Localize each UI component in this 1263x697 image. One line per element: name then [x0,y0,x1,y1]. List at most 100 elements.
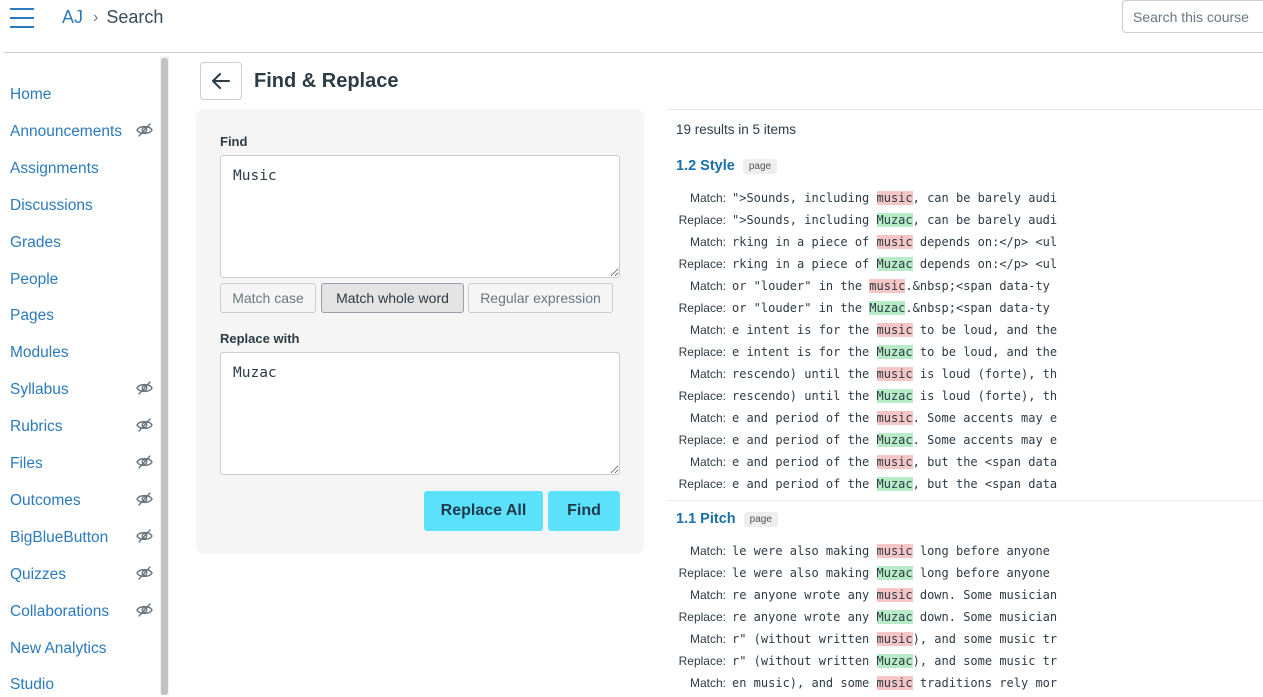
snippet-before: re anyone wrote any [732,588,877,602]
sidebar-item-announcements[interactable]: Announcements [10,120,160,144]
sidebar-item-label: Discussions [10,196,93,214]
snippet-before: en music), and some [732,676,877,690]
snippet-before: ">Sounds, including [732,213,877,227]
sidebar-item-label: Quizzes [10,565,66,583]
replace-row: Replace:e and period of the Muzac, but t… [668,473,1263,495]
snippet-after: .&nbsp;<span data-ty [905,301,1050,315]
snippet-before: re anyone wrote any [732,610,877,624]
row-snippet: e and period of the Muzac. Some accents … [732,433,1057,447]
match-highlight: music [869,279,906,293]
sidebar-item-bigbluebutton[interactable]: BigBlueButton [10,526,160,550]
snippet-before: e and period of the [732,455,877,469]
snippet-after: depends on:</p> <ul [912,257,1058,271]
eye-slash-icon [136,492,153,506]
snippet-after: ), and some music tr [912,654,1058,668]
snippet-after: , but the <span data [912,477,1058,491]
sidebar-item-studio[interactable]: Studio [10,673,160,697]
sidebar-item-outcomes[interactable]: Outcomes [10,489,160,513]
snippet-after: . Some accents may e [912,411,1058,425]
snippet-before: le were also making [732,544,877,558]
replace-all-button[interactable]: Replace All [424,491,543,531]
replace-label: Replace with [220,331,300,346]
match-case-toggle[interactable]: Match case [220,283,316,313]
match-whole-word-toggle[interactable]: Match whole word [321,283,464,313]
sidebar-item-modules[interactable]: Modules [10,341,160,365]
sidebar-item-quizzes[interactable]: Quizzes [10,563,160,587]
snippet-before: r" (without written [732,632,877,646]
row-kind-label: Match: [689,279,726,293]
item-type-badge: page [743,511,778,527]
snippet-after: is loud (forte), th [912,389,1058,403]
replace-row: Replace:">Sounds, including Muzac, can b… [668,209,1263,231]
replacement-highlight: Muzac [876,257,913,271]
match-row: Match:e and period of the music. Some ac… [668,407,1263,429]
row-snippet: e intent is for the music to be loud, an… [732,323,1057,337]
item-type-badge: page [742,158,778,174]
eye-slash-icon [136,602,153,617]
snippet-after: to be loud, and the [912,323,1058,337]
row-kind-label: Replace: [678,301,726,315]
sidebar-item-collaborations[interactable]: Collaborations [10,600,160,624]
row-kind-label: Match: [689,632,726,646]
result-item-title-link[interactable]: 1.2 Style [676,158,735,174]
sidebar-scrollbar-thumb[interactable] [161,58,168,695]
match-highlight: music [876,235,913,249]
replacement-highlight: Muzac [869,301,906,315]
match-highlight: music [876,367,913,381]
back-button[interactable] [200,62,242,100]
breadcrumb-course-link[interactable]: AJ [62,7,84,27]
row-kind-label: Match: [689,588,726,602]
sidebar-item-label: Pages [10,307,54,325]
sidebar-item-label: Home [10,86,52,103]
sidebar-item-pages[interactable]: Pages [10,304,160,328]
row-kind-label: Replace: [678,566,726,580]
row-snippet: re anyone wrote any Muzac down. Some mus… [732,610,1057,624]
row-snippet: e and period of the music. Some accents … [732,411,1057,425]
find-button[interactable]: Find [548,491,620,531]
regular-expression-toggle[interactable]: Regular expression [468,283,613,313]
row-snippet: re anyone wrote any music down. Some mus… [732,588,1057,602]
match-highlight: music [876,676,913,690]
row-kind-label: Match: [689,323,726,337]
sidebar-item-label: People [10,270,59,288]
sidebar-item-discussions[interactable]: Discussions [10,194,160,218]
course-search-input[interactable] [1122,0,1263,33]
find-label: Find [220,134,248,149]
row-snippet: le were also making Muzac long before an… [732,566,1050,580]
eye-slash-icon [136,381,153,395]
sidebar-item-new-analytics[interactable]: New Analytics [10,637,160,661]
sidebar-item-people[interactable]: People [10,268,160,292]
match-row: Match:rking in a piece of music depends … [668,231,1263,253]
replace-textarea[interactable]: Muzac [220,352,620,475]
match-highlight: music [876,455,913,469]
sidebar-item-rubrics[interactable]: Rubrics [10,415,160,439]
row-kind-label: Match: [689,544,726,558]
top-header: AJ › Search [0,0,1263,52]
hamburger-menu-icon[interactable] [10,8,34,28]
sidebar-item-grades[interactable]: Grades [10,231,160,255]
eye-slash-icon [136,565,153,580]
row-kind-label: Match: [689,235,726,249]
row-snippet: r" (without written music), and some mus… [732,632,1057,646]
row-kind-label: Replace: [678,389,726,403]
snippet-before: rking in a piece of [732,257,877,271]
row-snippet: rescendo) until the music is loud (forte… [732,367,1057,381]
eye-slash-icon [136,418,153,432]
sidebar-item-label: Modules [10,344,69,362]
row-kind-label: Match: [689,191,726,205]
result-item-title-link[interactable]: 1.1 Pitch [676,511,736,527]
sidebar-item-syllabus[interactable]: Syllabus [10,378,160,402]
snippet-before: rescendo) until the [732,367,877,381]
snippet-after: to be loud, and the [912,345,1058,359]
replace-row: Replace:rking in a piece of Muzac depend… [668,253,1263,275]
find-textarea[interactable]: Music [220,155,620,278]
snippet-after: , can be barely audi [912,191,1058,205]
sidebar-item-home[interactable]: Home [10,83,160,107]
match-row: Match:e and period of the music, but the… [668,451,1263,473]
snippet-after: down. Some musician [912,588,1058,602]
sidebar-item-label: Syllabus [10,381,69,399]
sidebar-item-assignments[interactable]: Assignments [10,157,160,181]
sidebar-scrollbar[interactable] [160,56,169,695]
sidebar-item-files[interactable]: Files [10,452,160,476]
